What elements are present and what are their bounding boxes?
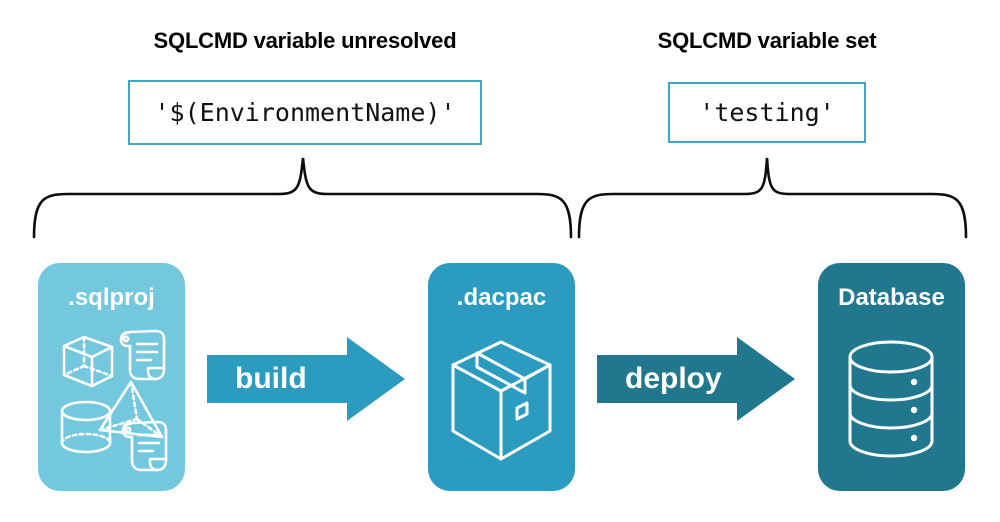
cube-wireframe-icon: [62, 335, 114, 388]
card-title-dacpac: .dacpac: [456, 284, 547, 311]
sqlproj-artwork: [60, 329, 168, 472]
value-box-testing: 'testing': [668, 82, 866, 143]
cylinder-wireframe-icon: [60, 400, 112, 454]
arrow-deploy-label: deploy: [625, 362, 722, 395]
database-artwork: [848, 340, 934, 458]
card-title-sqlproj: .sqlproj: [68, 284, 155, 311]
arrow-build-shape: [207, 337, 405, 421]
heading-sqlcmd-unresolved: SQLCMD variable unresolved: [153, 28, 457, 53]
heading-sqlcmd-set: SQLCMD variable set: [657, 28, 877, 53]
script-scroll-icon-top: [119, 329, 166, 381]
brace-left-icon: [32, 157, 573, 239]
database-cylinder-icon: [848, 340, 934, 458]
arrow-build: build: [207, 337, 405, 421]
stage-card-database[interactable]: Database: [818, 263, 965, 491]
arrow-build-label: build: [235, 362, 307, 395]
arrow-deploy-shape: [597, 337, 795, 421]
card-title-database: Database: [838, 284, 945, 311]
package-box-icon: [451, 340, 552, 461]
value-box-environment-name: '$(EnvironmentName)': [128, 80, 482, 145]
brace-right-icon: [577, 157, 968, 239]
stage-card-sqlproj[interactable]: .sqlproj: [38, 263, 185, 491]
dacpac-artwork: [451, 340, 552, 461]
arrow-deploy: deploy: [597, 337, 795, 421]
stage-card-dacpac[interactable]: .dacpac: [428, 263, 575, 491]
script-scroll-icon-bottom: [121, 420, 168, 472]
